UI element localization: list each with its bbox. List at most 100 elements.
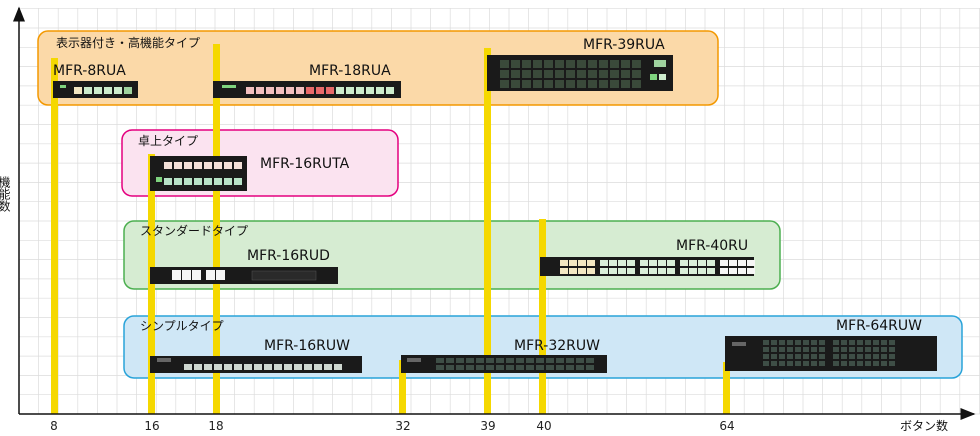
device-button [841,340,847,345]
device-button [720,260,728,266]
device-button [436,365,444,370]
device-button [621,60,630,68]
device-button [889,354,895,359]
device-button [787,361,793,366]
group-label-desktop: 卓上タイプ [138,134,198,148]
device-button [576,358,584,363]
tick-label-8: 8 [50,419,58,433]
device-button [544,80,553,88]
device-button [889,361,895,366]
device-button [610,60,619,68]
tick-label-16: 16 [144,419,159,433]
device-button [556,358,564,363]
device-button [811,340,817,345]
device-button [729,268,737,274]
device-button [811,354,817,359]
device-button [476,365,484,370]
device-button [446,358,454,363]
device-button [555,80,564,88]
device-button [588,70,597,78]
device-button [803,340,809,345]
device-button [803,354,809,359]
device-button [194,364,202,370]
device-button [284,364,292,370]
device-button [881,354,887,359]
device-button [599,70,608,78]
device-button [556,365,564,370]
device-button [566,358,574,363]
device-button [324,364,332,370]
device-button [587,268,595,274]
device-button [599,60,608,68]
device-button [658,268,666,274]
device-button [566,60,575,68]
device-button [314,364,322,370]
tick-label-40: 40 [536,419,551,433]
device-button [698,260,706,266]
device-button [873,340,879,345]
device-button [621,70,630,78]
device-button [632,80,641,88]
device-mfr-18rua [213,81,401,98]
device-button [304,364,312,370]
device-button [588,60,597,68]
model-label-mfr-39rua: MFR-39RUA [583,37,665,53]
device-mfr-8rua [53,81,138,98]
device-button [511,60,520,68]
tick-label-64: 64 [719,419,734,433]
device-button [446,365,454,370]
model-label-mfr-18rua: MFR-18RUA [309,63,391,79]
device-mfr-40ru [540,257,755,276]
device-button [640,260,648,266]
device-button [566,80,575,88]
device-button [771,354,777,359]
device-button [516,365,524,370]
device-button [577,70,586,78]
device-button [857,361,863,366]
device-button [833,361,839,366]
device-button [609,268,617,274]
device-button [857,340,863,345]
device-button [779,361,785,366]
device-button [658,260,666,266]
device-button [881,347,887,352]
device-button [849,347,855,352]
device-mfr-16ruw [150,356,362,373]
device-button [787,347,793,352]
group-label-simple: シンプルタイプ [140,319,224,333]
tick-labels: 8 16 18 32 39 40 64 [50,419,734,433]
device-button [500,60,509,68]
device-button [779,347,785,352]
model-label-mfr-8rua: MFR-8RUA [53,63,126,79]
device-button [795,347,801,352]
device-button [536,365,544,370]
device-button [456,358,464,363]
device-button [511,70,520,78]
device-button [627,260,635,266]
device-button [841,354,847,359]
device-button [795,354,801,359]
device-button [649,268,657,274]
device-button [795,340,801,345]
device-button [586,358,594,363]
device-button [771,340,777,345]
device-button [873,361,879,366]
device-button [873,354,879,359]
device-button [555,60,564,68]
device-button [618,268,626,274]
device-button [466,365,474,370]
group-label-standard: スタンダードタイプ [140,223,248,238]
device-button [689,268,697,274]
device-button [533,60,542,68]
device-button [803,361,809,366]
device-button [881,361,887,366]
device-button [833,347,839,352]
device-button [264,364,272,370]
device-button [787,354,793,359]
device-button [632,60,641,68]
device-button [632,70,641,78]
device-button [865,354,871,359]
device-button [865,361,871,366]
device-button [578,268,586,274]
guide-line-32 [399,360,406,414]
